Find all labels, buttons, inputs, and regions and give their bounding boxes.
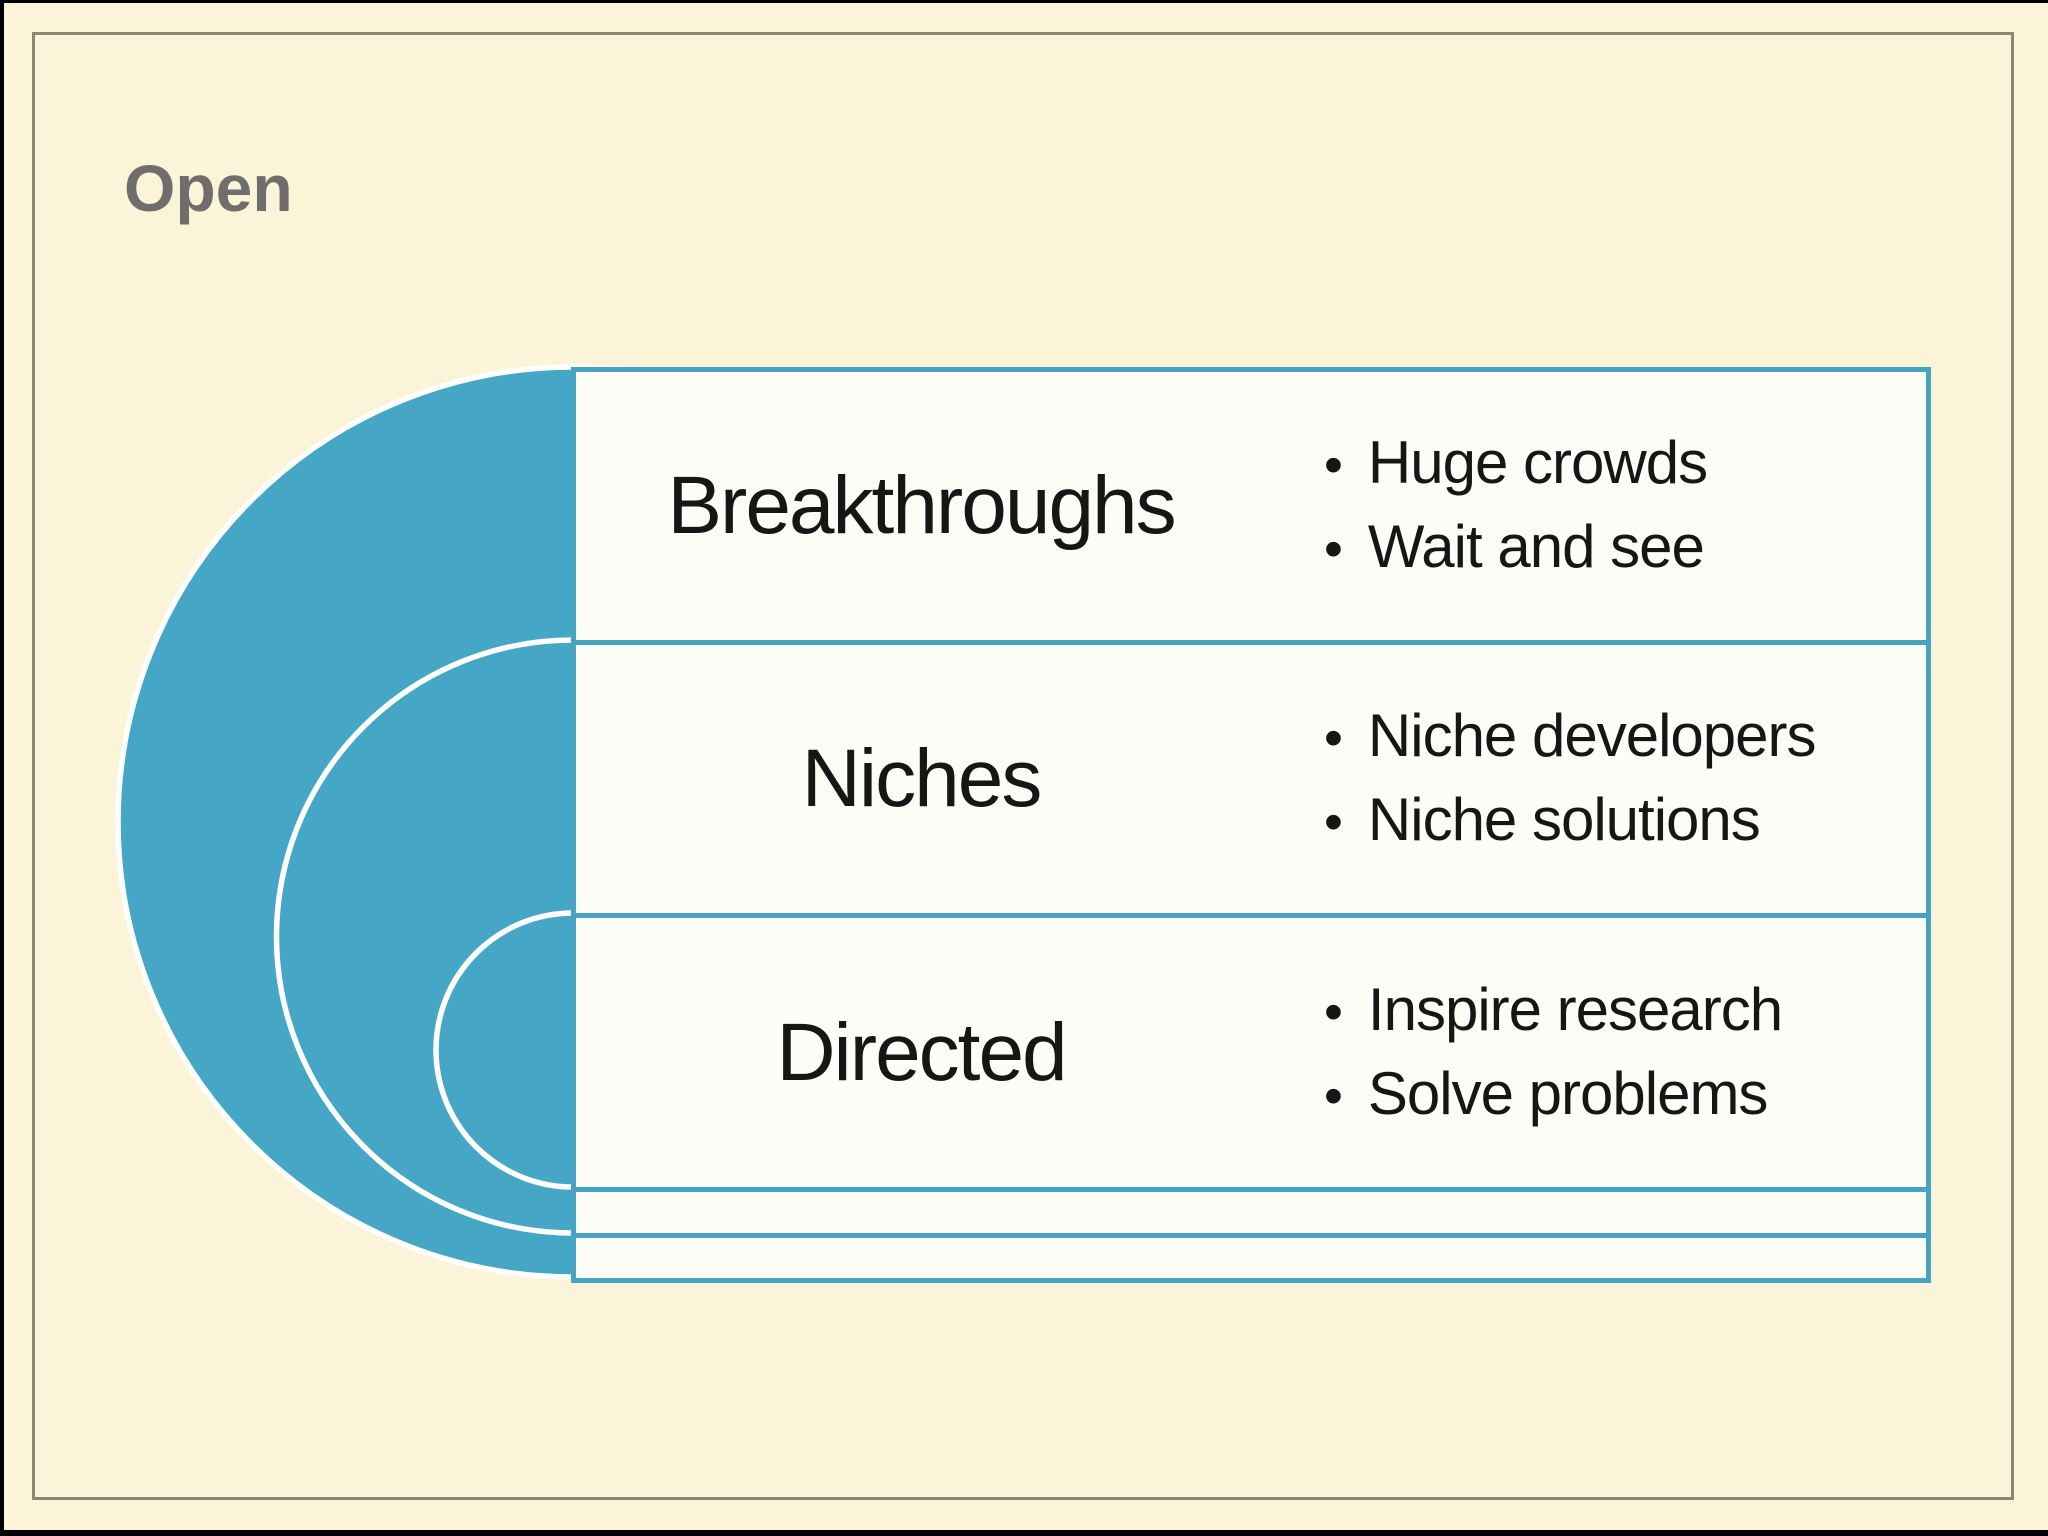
bullet-text: Niche developers: [1367, 702, 1817, 769]
bullet-text: Wait and see: [1367, 513, 1705, 580]
screen-edge-bottom: [0, 1530, 2048, 1536]
bullet-icon: •: [1324, 1065, 1343, 1126]
row-heading: Niches: [801, 733, 1043, 824]
bullet-text: Niche solutions: [1367, 786, 1761, 853]
bullet-item: • Solve problems: [1324, 1053, 1782, 1137]
list-stack: Breakthroughs • Huge crowds • Wait and s…: [571, 367, 1931, 1283]
bullet-list: • Huge crowds • Wait and see: [1324, 422, 1708, 590]
bullet-icon: •: [1324, 792, 1343, 852]
row-heading: Directed: [776, 1006, 1067, 1098]
bullet-list: • Niche developers • Niche solutions: [1324, 695, 1816, 863]
bullet-item: • Huge crowds: [1324, 422, 1708, 506]
list-row-niches: Niches • Niche developers • Niche soluti…: [571, 640, 1931, 918]
row-heading: Breakthroughs: [667, 460, 1176, 551]
bullet-item: • Inspire research: [1324, 969, 1783, 1053]
screen-edge-left: [0, 0, 4, 1536]
bullet-icon: •: [1324, 519, 1343, 579]
bullet-item: • Niche developers: [1324, 695, 1816, 779]
slide-inner-border: [32, 32, 2014, 1500]
bullet-item: • Wait and see: [1324, 506, 1707, 590]
bullet-icon: •: [1324, 708, 1343, 768]
list-row-breakthroughs: Breakthroughs • Huge crowds • Wait and s…: [571, 367, 1931, 645]
bullet-list: • Inspire research • Solve problems: [1324, 969, 1783, 1137]
list-row-empty-1: [571, 1187, 1931, 1238]
bullet-text: Solve problems: [1367, 1059, 1769, 1127]
list-row-empty-2: [571, 1233, 1931, 1283]
bullet-icon: •: [1324, 981, 1343, 1042]
bullet-text: Inspire research: [1367, 975, 1783, 1043]
slide-title: Open: [124, 151, 293, 225]
bullet-icon: •: [1324, 435, 1343, 495]
list-row-directed: Directed • Inspire research • Solve prob…: [571, 913, 1931, 1192]
bullet-text: Huge crowds: [1367, 429, 1708, 496]
screen-edge-top: [0, 0, 2048, 3]
bullet-item: • Niche solutions: [1324, 779, 1816, 863]
